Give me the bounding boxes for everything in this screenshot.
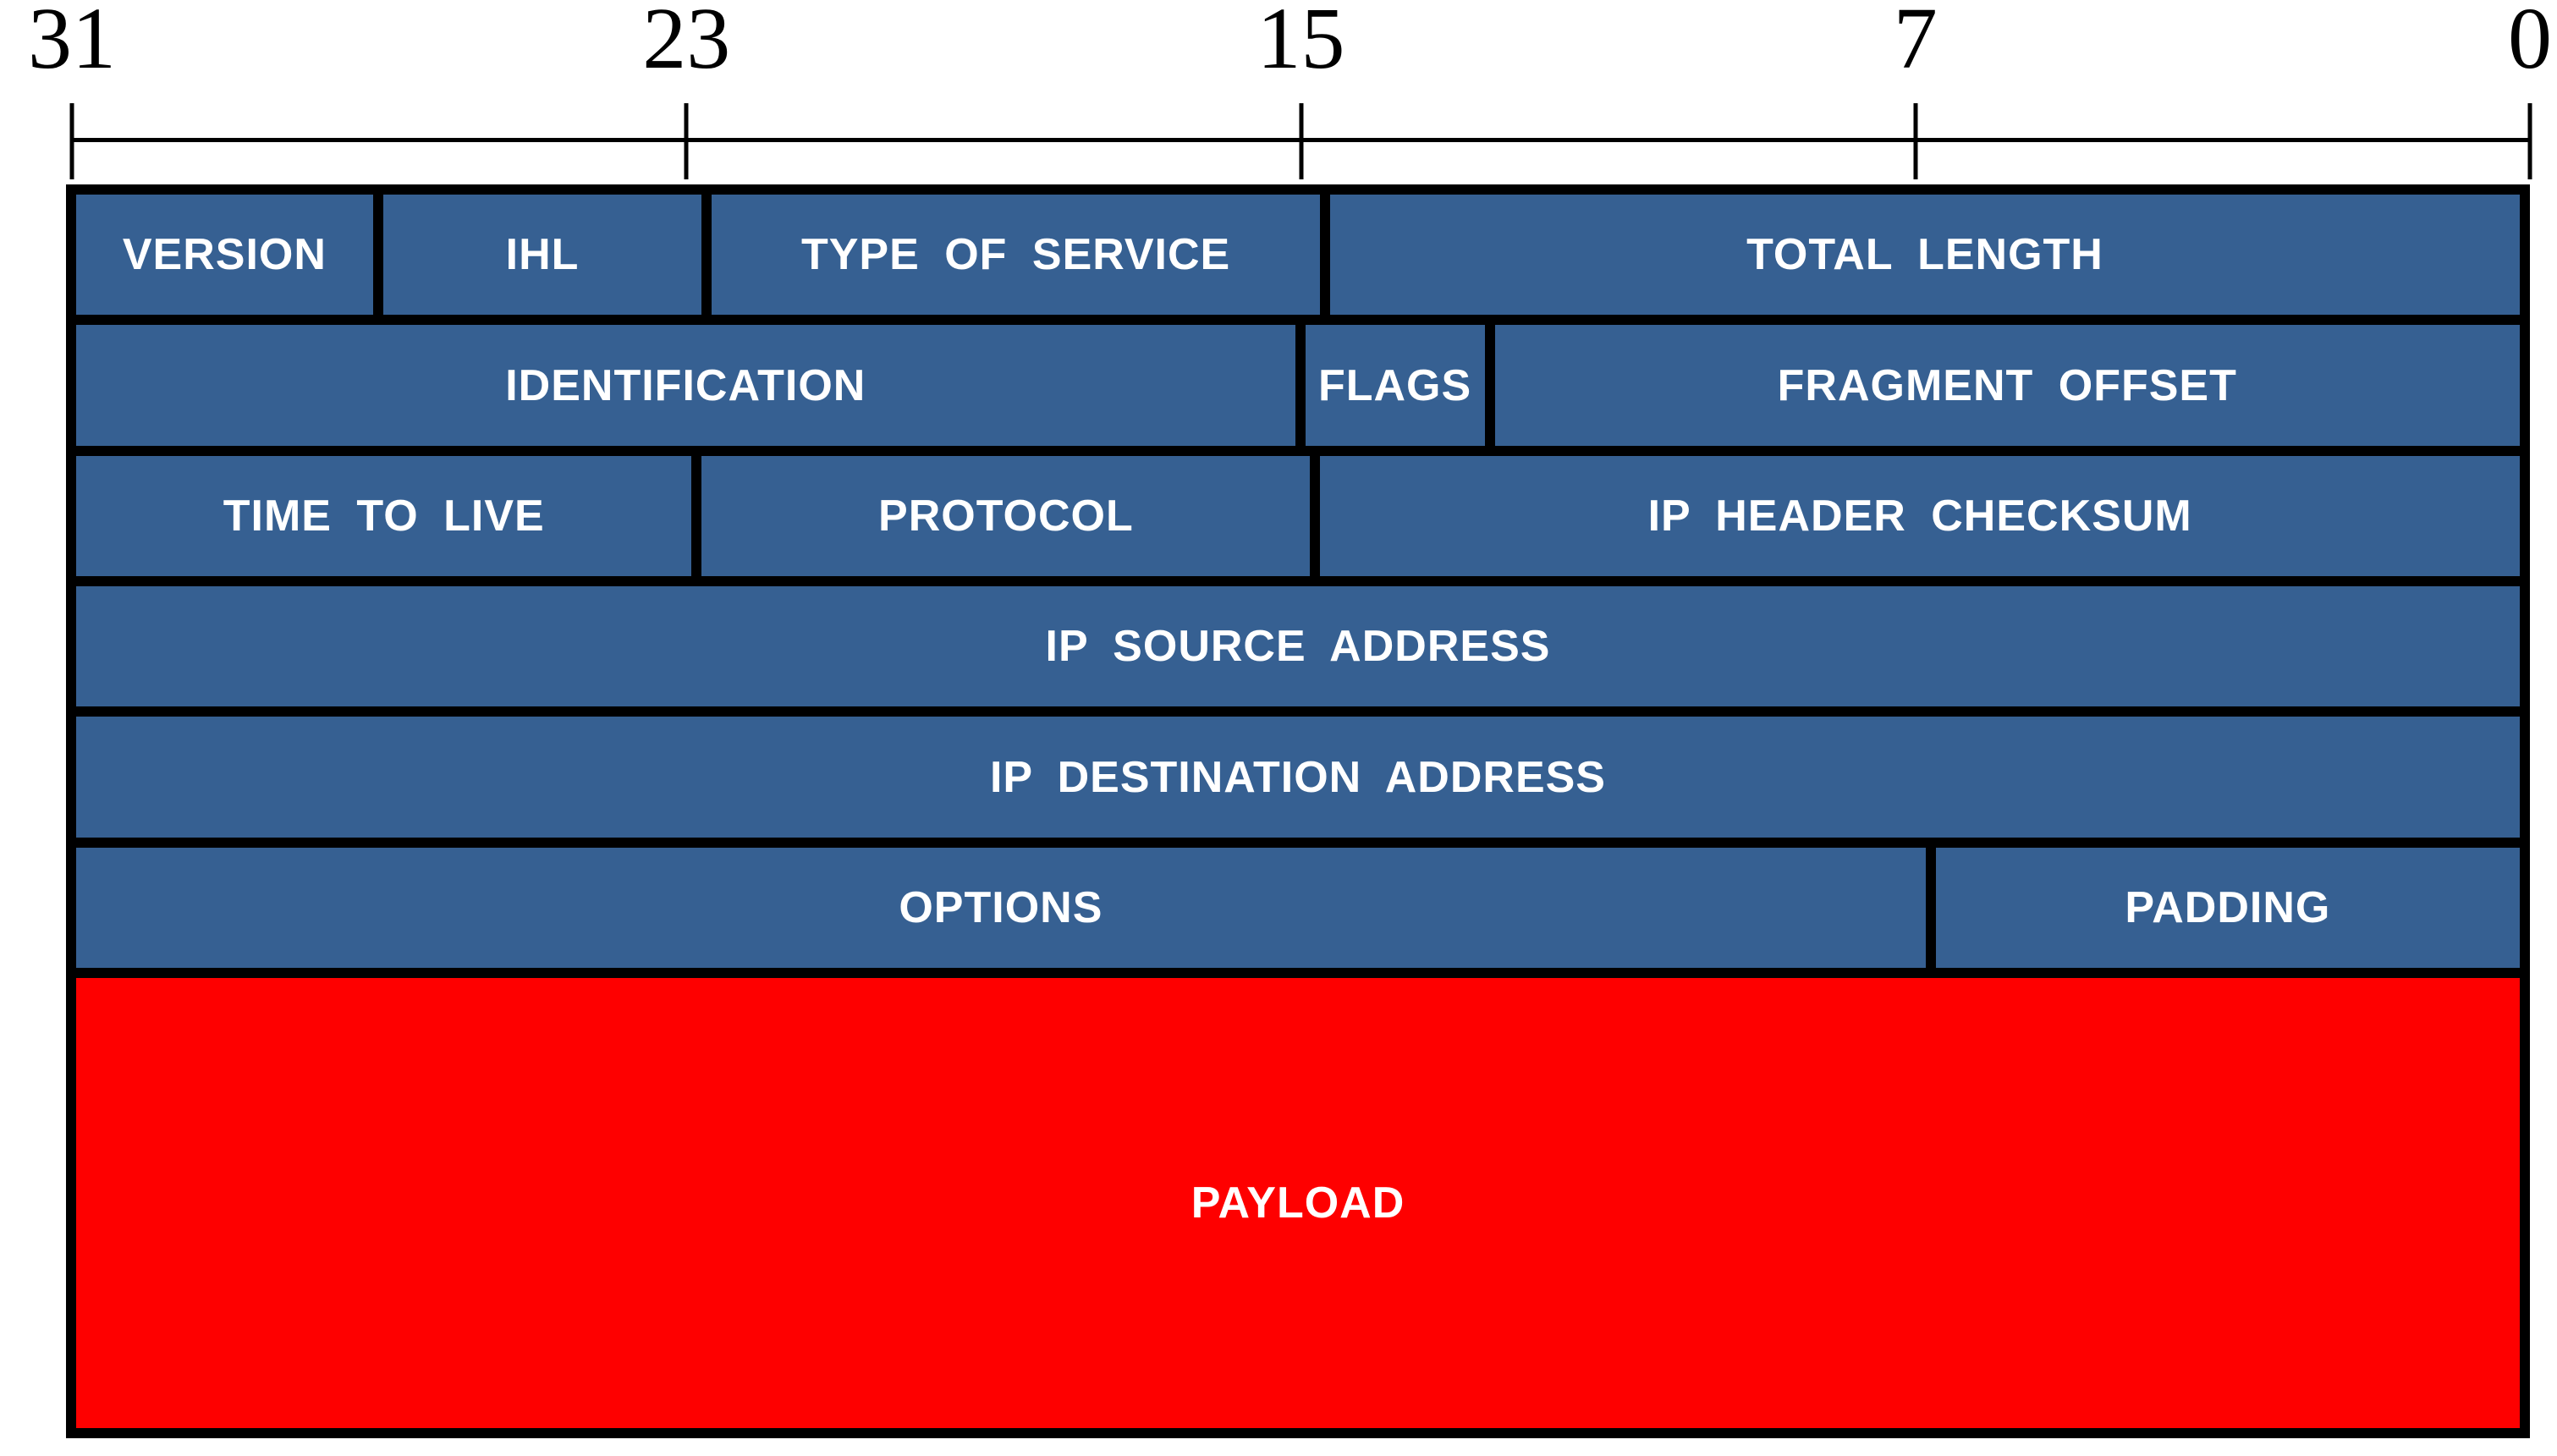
field-cell-version: VERSION: [76, 195, 373, 316]
field-cell-total-length: TOTAL LENGTH: [1329, 195, 2520, 316]
ruler-tick: [684, 103, 689, 179]
field-label: IDENTIFICATION: [505, 360, 866, 410]
field-label: PROTOCOL: [878, 491, 1134, 541]
field-cell-protocol: PROTOCOL: [701, 455, 1311, 577]
field-cell-type-of-service: TYPE OF SERVICE: [712, 195, 1320, 316]
header-word-row: IP DESTINATION ADDRESS: [76, 717, 2520, 838]
field-label: FLAGS: [1317, 360, 1472, 410]
field-cell-ip-source-address: IP SOURCE ADDRESS: [76, 586, 2520, 707]
field-cell-time-to-live: TIME TO LIVE: [76, 455, 692, 577]
field-label: VERSION: [122, 230, 327, 280]
field-label: IHL: [505, 230, 580, 280]
field-label: FRAGMENT OFFSET: [1777, 360, 2237, 410]
field-cell-ip-header-checksum: IP HEADER CHECKSUM: [1320, 455, 2520, 577]
ruler-tick: [69, 103, 74, 179]
field-cell-ip-destination-address: IP DESTINATION ADDRESS: [76, 717, 2520, 838]
field-label: TIME TO LIVE: [223, 491, 545, 541]
packet-table: VERSION IHL TYPE OF SERVICE TOTAL LENGTH IDE…: [66, 184, 2530, 1438]
header-word-row: IP SOURCE ADDRESS: [76, 586, 2520, 707]
ruler-tick: [1299, 103, 1303, 179]
field-label: PADDING: [2125, 882, 2331, 932]
field-cell-identification: IDENTIFICATION: [76, 325, 1295, 446]
ruler-tick: [1913, 103, 1918, 179]
field-label: TYPE OF SERVICE: [800, 230, 1231, 280]
field-cell-options: OPTIONS: [76, 847, 1926, 969]
field-label: IP SOURCE ADDRESS: [1045, 622, 1551, 672]
bit-number-23: 23: [642, 0, 731, 87]
bit-number-7: 7: [1893, 0, 1938, 87]
field-label: IP HEADER CHECKSUM: [1647, 491, 2192, 541]
bit-number-31: 31: [28, 0, 116, 87]
field-cell-padding: PADDING: [1935, 847, 2520, 969]
field-cell-fragment-offset: FRAGMENT OFFSET: [1494, 325, 2520, 446]
payload-row: PAYLOAD: [76, 978, 2520, 1429]
field-cell-ihl: IHL: [382, 195, 702, 316]
header-word-row: IDENTIFICATION FLAGS FRAGMENT OFFSET: [76, 325, 2520, 446]
bit-number-0: 0: [2508, 0, 2552, 87]
header-word-row: VERSION IHL TYPE OF SERVICE TOTAL LENGTH: [76, 195, 2520, 316]
field-label: OPTIONS: [899, 882, 1103, 932]
field-cell-payload: PAYLOAD: [76, 978, 2520, 1429]
header-word-row: OPTIONS PADDING: [76, 847, 2520, 969]
header-word-row: TIME TO LIVE PROTOCOL IP HEADER CHECKSUM: [76, 455, 2520, 577]
field-label: TOTAL LENGTH: [1746, 230, 2103, 280]
field-label: IP DESTINATION ADDRESS: [989, 752, 1606, 802]
field-cell-flags: FLAGS: [1305, 325, 1485, 446]
field-label: PAYLOAD: [1191, 1179, 1405, 1228]
bit-number-15: 15: [1257, 0, 1345, 87]
ruler-tick: [2527, 103, 2532, 179]
